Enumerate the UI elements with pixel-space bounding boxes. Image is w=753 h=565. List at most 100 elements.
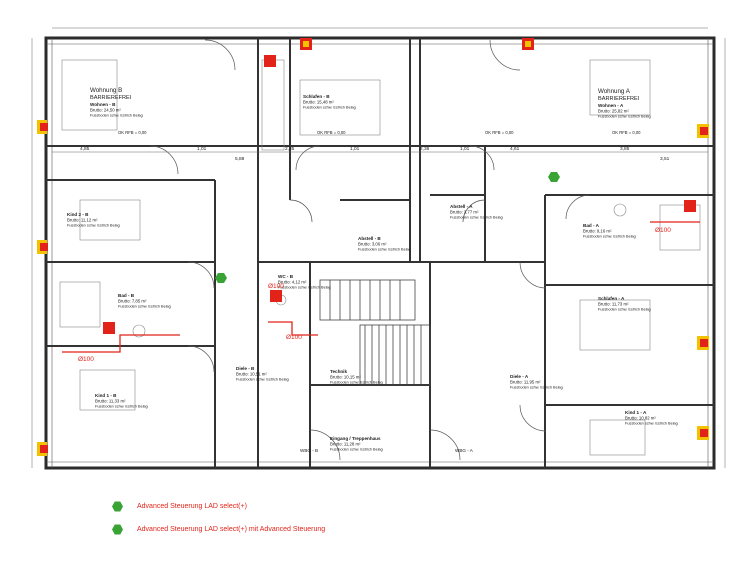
dimension-value: 3,85 — [620, 146, 630, 152]
room-name: Bad - B — [118, 293, 135, 298]
room-area: Brutto: 10,15 m² — [330, 375, 361, 380]
room-area: Brutto: 25,82 m² — [598, 109, 629, 114]
legend-label: Advanced Steuerung LAD select(+) — [137, 503, 247, 510]
duct-diameter-label: Ø100 — [286, 334, 302, 341]
room-area: Brutto: 11,12 m² — [67, 218, 98, 223]
apartment-title: Wohnung A — [598, 88, 631, 95]
room-area: Brutto: 7,85 m² — [118, 299, 147, 304]
level-mark: OK RFB = 0,00 — [612, 130, 641, 135]
apartment-subtitle: BARRIEREFREI — [598, 96, 640, 102]
dimension-value: 4,85 — [80, 146, 90, 152]
alarm-device-icon — [270, 290, 282, 302]
room-area: Brutto: 11,33 m² — [95, 399, 126, 404]
alarm-device-icon — [37, 120, 48, 134]
floor-note: Fussboden schw. Estrich Belag — [118, 305, 171, 309]
level-mark: OK RFB = 0,00 — [317, 130, 346, 135]
room-name: Schlafen - B — [303, 94, 330, 99]
alarm-device-icon — [37, 240, 48, 254]
floor-note: Fussboden schw. Estrich Belag — [583, 235, 636, 239]
room-area: Brutto: 3,77 m² — [450, 210, 479, 215]
alarm-device-icon — [37, 442, 48, 456]
staircase — [319, 279, 431, 386]
room-name: WC - B — [278, 274, 294, 279]
floor-note: Fussboden schw. Estrich Belag — [67, 224, 120, 228]
floor-note: Fussboden schw. Estrich Belag — [330, 448, 383, 452]
room-name: Kind 1 - A — [625, 410, 647, 415]
room-area: Brutto: 24,50 m² — [90, 108, 121, 113]
room-name: Wohnen - A — [598, 103, 624, 108]
dimension-value: 2,36 — [420, 146, 430, 152]
legend-label: Advanced Steuerung LAD select(+) mit Adv… — [137, 526, 326, 533]
apartment-mark: WBG - A — [455, 448, 474, 453]
dimension-value: 5,88 — [235, 156, 245, 162]
level-mark: OK RFB = 0,00 — [118, 130, 147, 135]
alarm-device-icon — [697, 426, 709, 440]
alarm-device-icon — [684, 200, 696, 212]
room-name: Kind 1 - B — [95, 393, 117, 398]
dimension-lines — [31, 27, 726, 468]
alarm-devices — [37, 38, 709, 456]
door-swings — [149, 39, 591, 461]
dimension-value: 3,51 — [660, 156, 670, 162]
duct-diameter-label: Ø100 — [655, 227, 671, 234]
room-name: Abstell - B — [358, 236, 381, 241]
alarm-device-icon — [103, 322, 115, 334]
room-name: Diele - A — [510, 374, 529, 379]
floor-note: Fussboden schw. Estrich Belag — [236, 378, 289, 382]
level-mark: OK RFB = 0,00 — [485, 130, 514, 135]
room-name: Diele - B — [236, 366, 255, 371]
sensor-hex-icon — [548, 172, 560, 182]
alarm-device-icon — [522, 38, 534, 50]
legend-item: Advanced Steuerung LAD select(+) — [112, 501, 247, 512]
alarm-device-icon — [697, 336, 709, 350]
room-area: Brutto: 4,12 m² — [278, 280, 307, 285]
room-area: Brutto: 9,16 m² — [583, 229, 612, 234]
floor-note: Fussboden schw. Estrich Belag — [90, 114, 143, 118]
room-name: Bad - A — [583, 223, 600, 228]
ventilation-duct — [62, 221, 700, 353]
sensor-hex-icon — [215, 273, 227, 283]
room-area: Brutto: 15,48 m² — [303, 100, 334, 105]
floor-note: Fussboden schw. Estrich Belag — [598, 308, 651, 312]
floor-note: Fussboden schw. Estrich Belag — [95, 405, 148, 409]
floor-note: Fussboden schw. Estrich Belag — [303, 106, 356, 110]
exterior-wall-hatch — [46, 38, 714, 468]
floor-note: Fussboden schw. Estrich Belag — [598, 115, 651, 119]
dimension-value: 1,01 — [460, 146, 470, 152]
duct-diameter-label: Ø100 — [268, 283, 284, 290]
room-name: Schlafen - A — [598, 296, 625, 301]
floor-note: Fussboden schw. Estrich Belag — [330, 381, 383, 385]
dimension-value: 4,61 — [510, 146, 520, 152]
floor-note: Fussboden schw. Estrich Belag — [510, 386, 563, 390]
apartment-mark: WBG - B — [300, 448, 318, 453]
room-area: Brutto: 3,06 m² — [358, 242, 387, 247]
room-area: Brutto: 11,28 m² — [330, 442, 361, 447]
duct-diameter-label: Ø100 — [78, 356, 94, 363]
dimension-value: 1,01 — [350, 146, 360, 152]
alarm-device-icon — [697, 124, 709, 138]
dimension-value: 1,01 — [197, 146, 207, 152]
green-sensors — [215, 172, 560, 283]
green-hex-icon — [112, 501, 123, 512]
room-name: Kind 2 - B — [67, 212, 89, 217]
legend-item: Advanced Steuerung LAD select(+) mit Adv… — [112, 524, 325, 535]
floor-note: Fussboden schw. Estrich Belag — [278, 286, 331, 290]
room-area: Brutto: 10,51 m² — [236, 372, 267, 377]
furniture — [59, 59, 701, 456]
green-hex-icon — [112, 524, 123, 535]
dimension-value: 2,35 — [285, 146, 295, 152]
apartment-title: Wohnung B — [90, 87, 122, 94]
apartment-subtitle: BARRIEREFREI — [90, 95, 132, 101]
room-area: Brutto: 10,82 m² — [625, 416, 656, 421]
alarm-device-icon — [264, 55, 276, 67]
room-name: Eingang / Treppenhaus — [330, 436, 381, 441]
room-area: Brutto: 11,95 m² — [510, 380, 541, 385]
room-name: Abstell - A — [450, 204, 473, 209]
floor-note: Fussboden schw. Estrich Belag — [358, 248, 411, 252]
floor-note: Fussboden schw. Estrich Belag — [625, 422, 678, 426]
room-name: Technik — [330, 369, 347, 374]
floor-note: Fussboden schw. Estrich Belag — [450, 216, 503, 220]
room-area: Brutto: 11,73 m² — [598, 302, 629, 307]
